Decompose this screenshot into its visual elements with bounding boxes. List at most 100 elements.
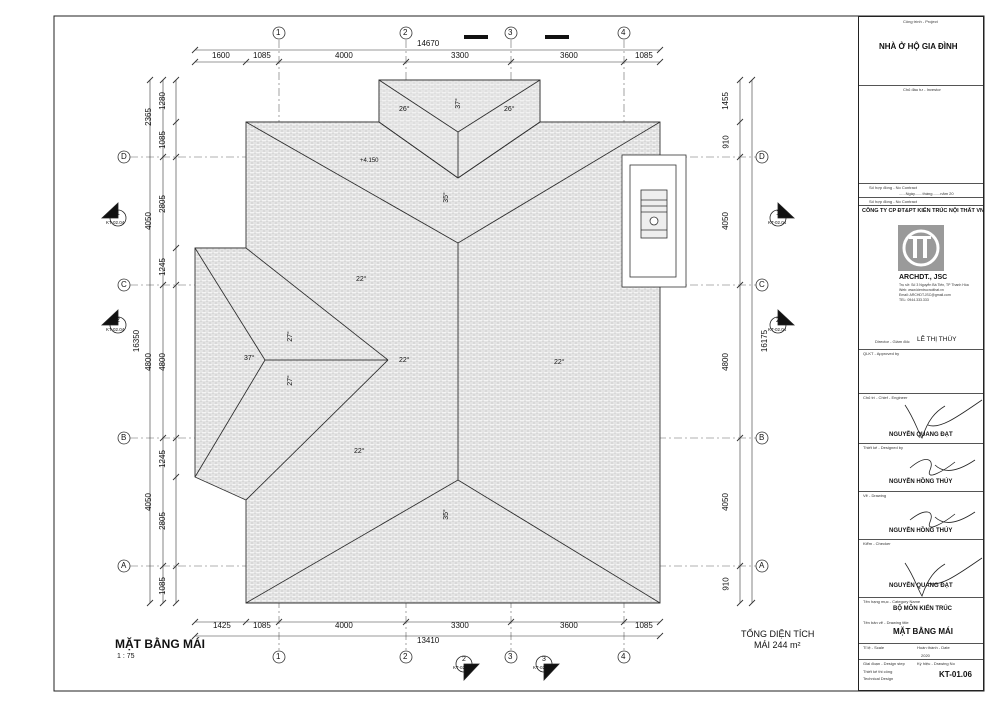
dim-right-seg: 4050 (720, 493, 730, 511)
drawing-scale: 1 : 75 (117, 653, 135, 660)
dim-left-inner: 1280 (157, 92, 167, 110)
investor-caption: Chủ đầu tư - Investor (903, 87, 941, 92)
dim-bottom-seg: 4000 (335, 621, 353, 630)
roof-slope-label: 35° (442, 509, 450, 520)
dim-bottom-overall: 13410 (417, 636, 440, 645)
approved-caption: QLKT - Approved by (863, 351, 900, 356)
chief-caption: Chủ trì - Chief - Engineer (863, 395, 908, 400)
section-mark-ref: KT-02.03 (453, 665, 472, 670)
roof-slope-label: 22° (354, 448, 365, 455)
stage-caption: Giai đoạn - Design step (863, 661, 905, 666)
roof-slope-label: 22° (356, 276, 367, 283)
grid-label-3: 3 (508, 652, 513, 661)
director-name: LÊ THỊ THÚY (917, 336, 957, 343)
north-mark-1 (464, 35, 488, 39)
dim-right-seg: 4800 (720, 353, 730, 371)
roof-hatch (621, 154, 687, 288)
dim-bottom-seg: 1085 (253, 621, 271, 630)
contract-caption: Số hợp đồng - No Contract (869, 185, 917, 190)
grid-label-c: C (121, 280, 127, 289)
dim-left-inner: 1085 (157, 577, 167, 595)
dim-left-mid: 4050 (143, 493, 153, 511)
grid-label-1: 1 (276, 652, 281, 661)
dim-left-inner: 2805 (157, 195, 167, 213)
dim-right-seg: 4050 (720, 212, 730, 230)
dimension-ticks (146, 46, 756, 640)
dim-right-seg: 910 (721, 577, 731, 591)
grid-label-a: A (759, 561, 765, 570)
number-caption: Ký hiệu - Drawing No (917, 661, 955, 666)
year: 2020 (921, 653, 930, 658)
grid-label-1: 1 (276, 28, 281, 37)
company-info: Web: www.kientrucnoithat.vn (899, 288, 944, 292)
roof-planes (194, 79, 661, 604)
director-caption: Director - Giám đốc (875, 339, 910, 344)
section-mark-num: 1 (116, 210, 120, 217)
roof-slope-label: 37° (454, 98, 462, 109)
sheet-caption: Tên bản vẽ - Drawing title (863, 620, 909, 625)
north-mark-2 (545, 35, 569, 39)
project-caption: Công trình - Project (903, 19, 938, 24)
checker-name: NGUYỄN QUANG ĐẠT (889, 583, 953, 589)
designer-name: NGUYỄN HỒNG THÚY (889, 479, 953, 485)
dim-left-mid: 2365 (143, 108, 153, 126)
company-info: Email: ARCHDT.JSC@gmail.com (899, 293, 951, 297)
tech-caption-2: Technical Design (863, 676, 894, 681)
designer-caption: Thiết kế - Designed by (863, 445, 904, 450)
grid-label-b: B (759, 433, 765, 442)
roof-slope-label: 35° (442, 192, 450, 203)
dim-right-overall: 16175 (760, 329, 770, 353)
signatures (904, 399, 983, 597)
category-name: BỘ MÔN KIẾN TRÚC (893, 606, 952, 612)
area-title: TỔNG DIỆN TÍCH (741, 629, 815, 639)
sheet-name: MẶT BẰNG MÁI (893, 627, 953, 636)
grid-label-c: C (759, 280, 765, 289)
dim-bottom-seg: 3300 (451, 621, 469, 630)
grid-label-d: D (121, 152, 127, 161)
section-mark-num: 2 (116, 317, 120, 324)
tech-caption: Thiết kế thi công (863, 669, 893, 674)
section-mark-ref: KT-02.04 (106, 327, 125, 332)
section-mark-ref: KT-02.03 (533, 665, 552, 670)
section-mark-num: 2 (462, 656, 466, 663)
roof-ridges (194, 79, 661, 604)
contract-caption: Số hợp đồng - No Contract (869, 199, 917, 204)
finish-caption: Hoàn thành - Date (917, 645, 950, 650)
roof-slope-label: 37° (244, 355, 255, 362)
dim-left-overall: 16350 (132, 329, 142, 353)
grid-label-3: 3 (508, 28, 513, 37)
sheet-number: KT-01.06 (939, 670, 972, 679)
roof-slope-label: 22° (554, 359, 565, 366)
date-line: ......Ngày.......tháng.......năm 20 (899, 191, 954, 196)
grid-label-4: 4 (621, 652, 626, 661)
grid-label-a: A (121, 561, 127, 570)
section-mark-num: 1 (776, 210, 780, 217)
dim-left-inner: 1085 (157, 131, 167, 149)
section-markers (100, 202, 796, 682)
grid-label-b: B (121, 433, 127, 442)
dim-left-inner: 1245 (157, 450, 167, 468)
logo-text: ARCHDT., JSC (899, 274, 948, 281)
section-mark-num: 2 (776, 317, 780, 324)
company-logo (898, 225, 944, 271)
chief-name: NGUYỄN QUANG ĐẠT (889, 432, 953, 438)
company-name: CÔNG TY CP ĐT&PT KIẾN TRÚC NỘI THẤT VN (862, 208, 985, 214)
grid-label-2: 2 (403, 652, 408, 661)
drawing-title: MẶT BẰNG MÁI (115, 637, 205, 651)
section-mark-ref: KT-02.04 (768, 327, 787, 332)
dim-left-mid: 4050 (143, 212, 153, 230)
drawer-name: NGUYỄN HỒNG THÚY (889, 528, 953, 534)
dim-top-seg: 4000 (335, 51, 353, 60)
project-name: NHÀ Ở HỘ GIA ĐÌNH (879, 42, 958, 51)
grid-label-2: 2 (403, 28, 408, 37)
dim-left-inner: 4800 (157, 353, 167, 371)
company-info: TEL: 0944.333.333 (899, 298, 929, 302)
section-mark-ref: KT-02.04 (106, 220, 125, 225)
category-caption: Tên hạng mục - Category Name (863, 599, 921, 604)
dim-bottom-seg: 3600 (560, 621, 578, 630)
dim-bottom-seg: 1085 (635, 621, 653, 630)
drawing-caption: Vẽ - Drawing (863, 493, 887, 498)
roof-level-label: +4.150 (360, 158, 379, 164)
